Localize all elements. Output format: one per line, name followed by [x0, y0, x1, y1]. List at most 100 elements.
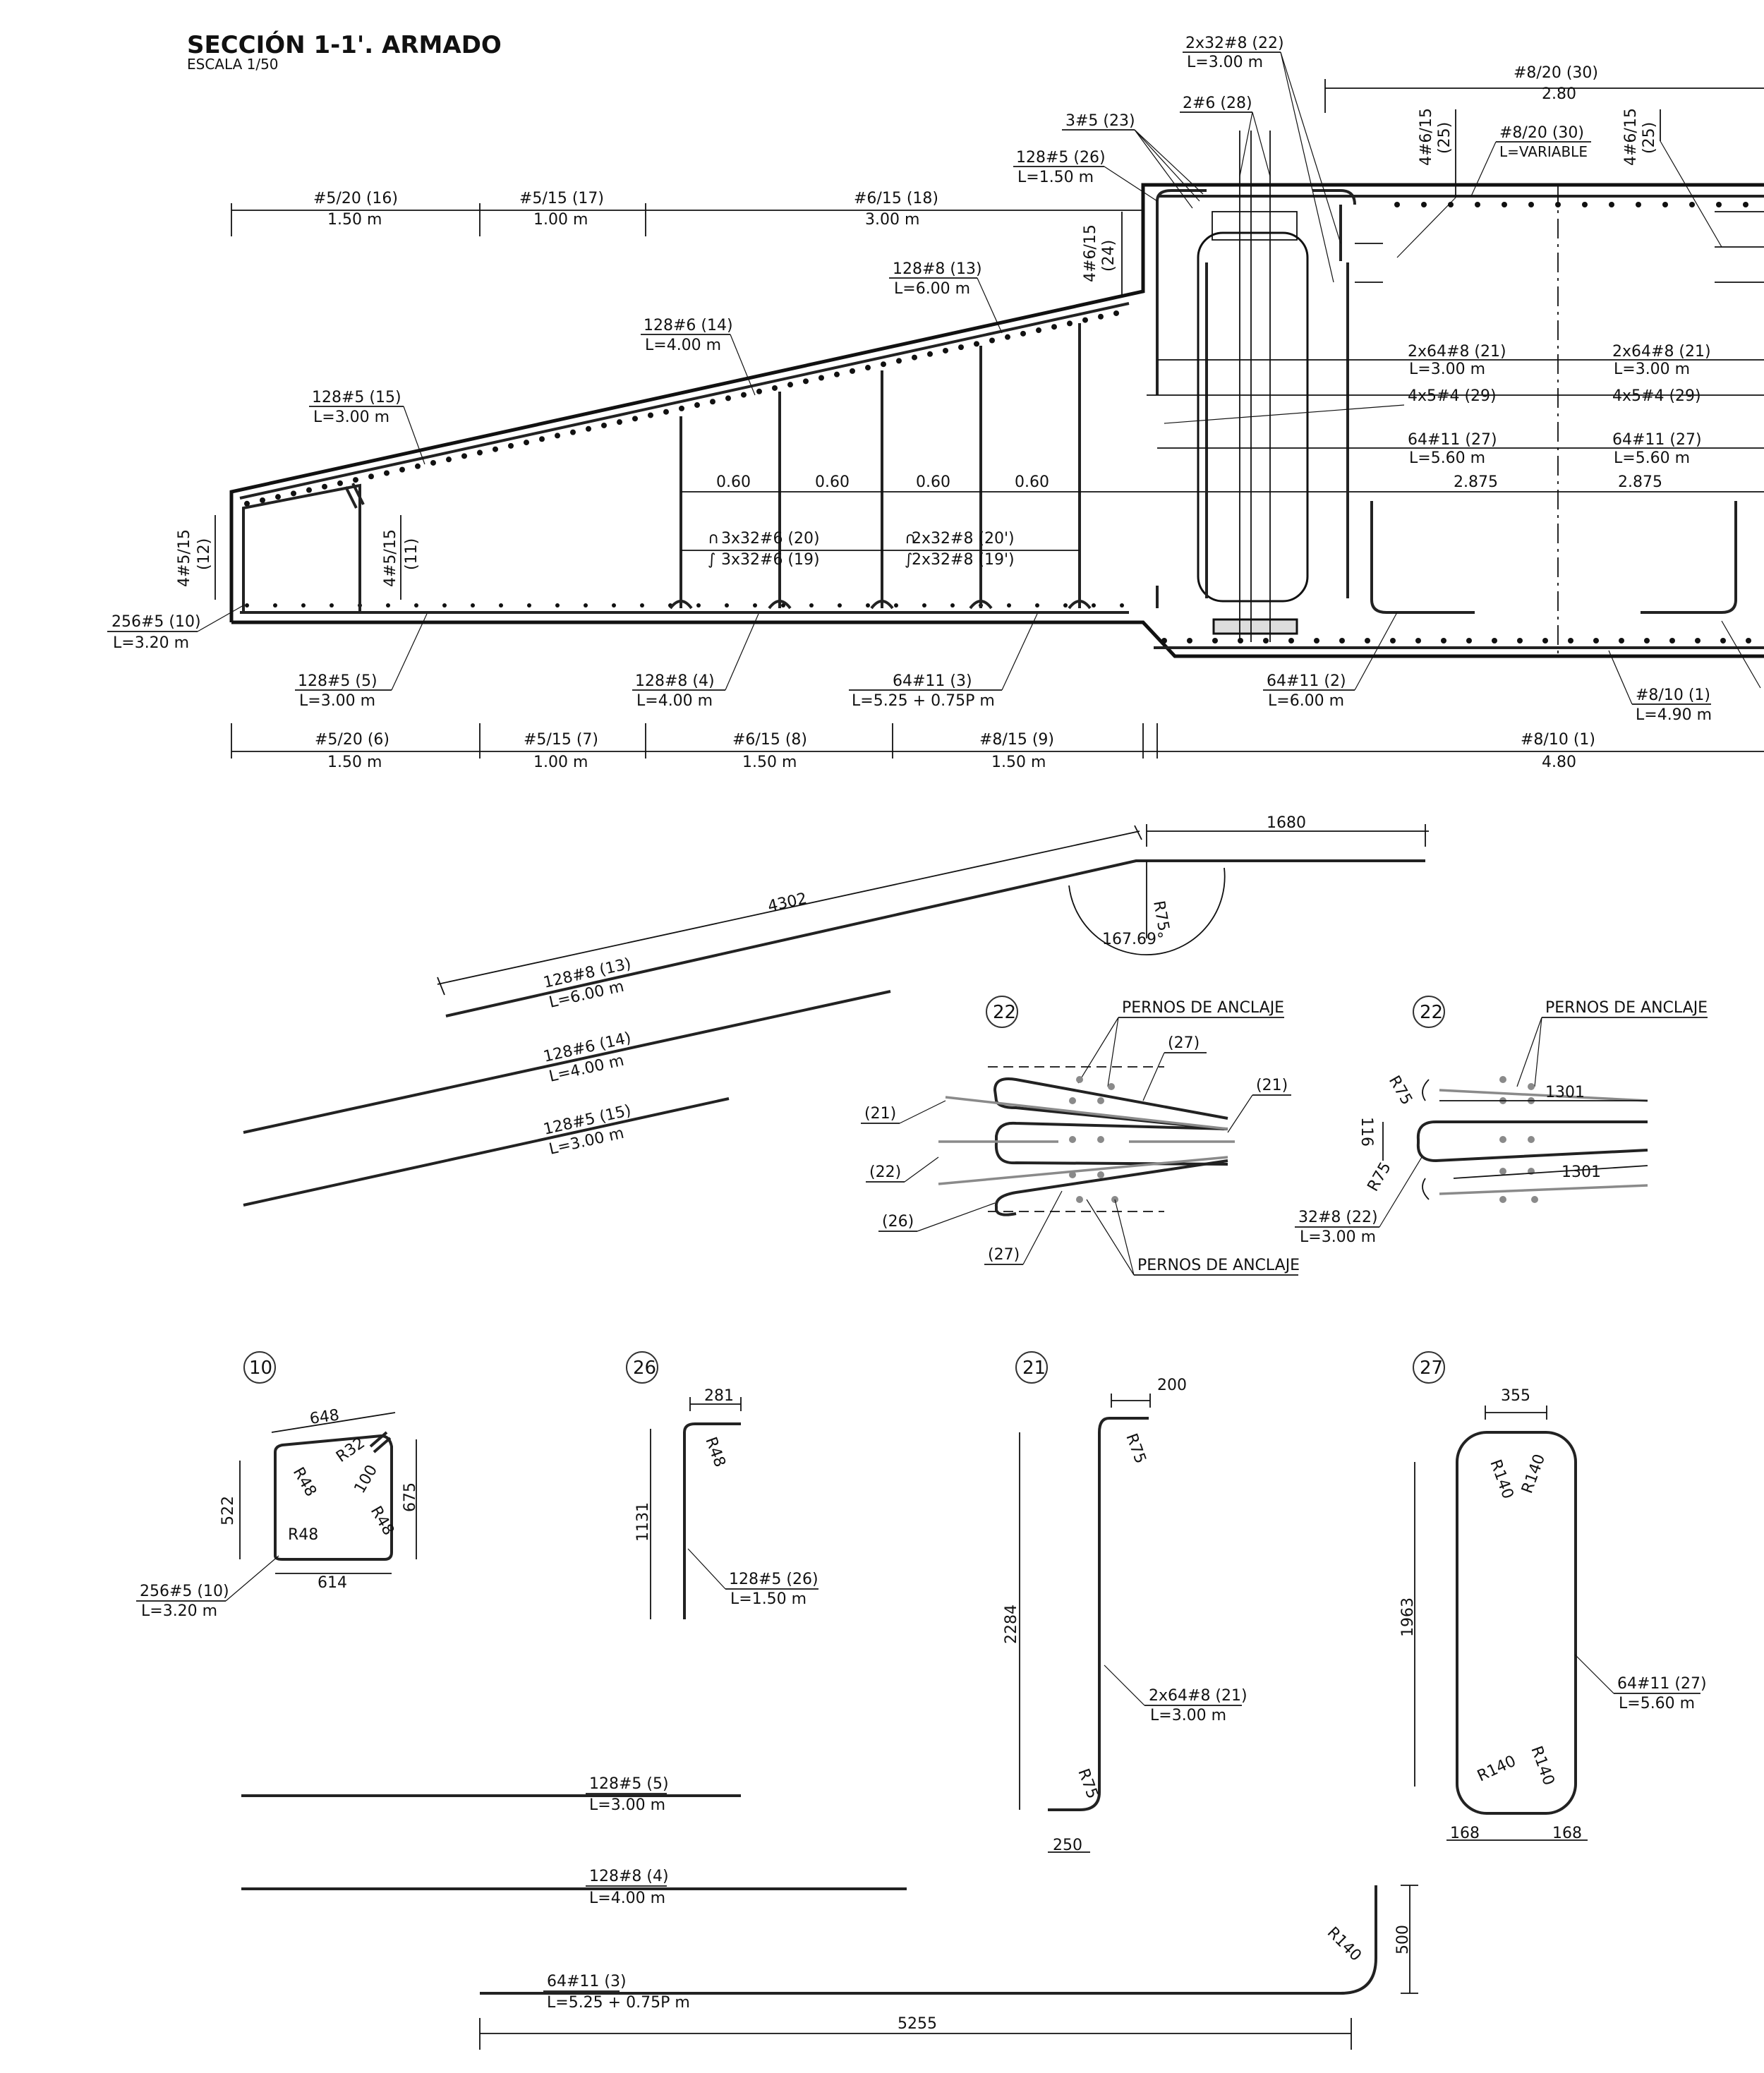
detail21-tag: 21: [1022, 1358, 1046, 1379]
rebar-dot: [1499, 1136, 1506, 1143]
rebar-dot: [260, 497, 265, 503]
rebar-dot: [1365, 638, 1370, 643]
dim-bot-8: #6/15 (8): [732, 731, 807, 749]
rebar-dot: [1689, 202, 1695, 207]
lbl-5-b: L=3.00 m: [299, 692, 375, 710]
d21-b: 250: [1053, 1837, 1082, 1854]
rebar-dot: [1542, 638, 1548, 643]
rebar-dot: [330, 603, 334, 608]
rebar-dot: [555, 433, 560, 439]
rebar-dot: [1531, 1196, 1538, 1203]
lbl-22-b: L=3.00 m: [1187, 54, 1263, 71]
rebar-dot: [950, 603, 955, 608]
rebar-dot: [881, 361, 886, 368]
rebar-dot: [527, 603, 531, 608]
rebar-dot: [399, 466, 405, 473]
d27-lbl-a: 64#11 (27): [1617, 1675, 1707, 1693]
rebar-dot: [245, 603, 249, 608]
detail22-tag: 22: [993, 1002, 1016, 1023]
rebar-dot: [1076, 1076, 1083, 1083]
lbl-14-b: L=4.00 m: [645, 337, 721, 354]
rebar-dot: [461, 453, 467, 459]
rebar-dot: [787, 382, 793, 388]
rebar-dot: [850, 368, 855, 374]
d21-r-top: R75: [1122, 1432, 1149, 1466]
rebar-dot: [894, 603, 898, 608]
rebar-dot: [1076, 1196, 1083, 1203]
rebar-dot: [384, 470, 389, 476]
d22r-lbl-a: 32#8 (22): [1298, 1209, 1378, 1226]
lbl-22-a: 2x32#8 (22): [1185, 35, 1284, 52]
lbl-27r-b: L=5.60 m: [1614, 449, 1690, 467]
dim-bot-9-len: 1.50 m: [991, 754, 1046, 771]
rebar-dot: [1746, 638, 1751, 643]
rebar-dot: [368, 473, 374, 480]
rebar-dot: [1475, 202, 1480, 207]
lbl-1-a: #8/10 (1): [1636, 687, 1710, 704]
detail26-tag: 26: [633, 1358, 656, 1379]
rebar-dot: [648, 412, 653, 418]
rebar-dot: [386, 603, 390, 608]
rebar-dot: [1069, 1171, 1076, 1178]
lbl-29r: 4x5#4 (29): [1612, 387, 1701, 405]
lbl-4-a: 128#8 (4): [635, 672, 715, 690]
rebar-dot: [1716, 202, 1722, 207]
detail-27: 27 355 1963 R140 R140 R140 R140 168 168 …: [1399, 1351, 1707, 1842]
lbl-1-b: L=4.90 m: [1636, 706, 1712, 724]
d27-w: 355: [1501, 1387, 1530, 1405]
drawing-scale: ESCALA 1/50: [187, 56, 279, 73]
lbl-13-b: L=6.00 m: [894, 280, 970, 298]
dim-top-30-len: 2.80: [1542, 85, 1576, 103]
rebar-dot: [1499, 1076, 1506, 1083]
rebar-dot: [1020, 330, 1026, 337]
rebar-dot: [1499, 1196, 1506, 1203]
rebar-dot: [927, 351, 933, 357]
dim-bot-6: #5/20 (6): [315, 731, 389, 749]
rebar-dot: [922, 603, 926, 608]
bar4-a: 128#8 (4): [589, 1868, 669, 1885]
detail-22-left: 22 PERNOS DE ANCLAJE (27) (21) (21) (22)…: [861, 996, 1300, 1276]
rebar-dot: [1619, 638, 1624, 643]
rebar-dot: [989, 337, 995, 344]
rebar-dot: [1669, 638, 1675, 643]
bar4-b: L=4.00 m: [589, 1890, 665, 1907]
rebar-dot: [1528, 202, 1534, 207]
rebar-dot: [1390, 638, 1396, 643]
d26-h: 1131: [634, 1502, 652, 1542]
lbl-11-a: 4#5/15: [382, 529, 399, 587]
dim-bot-7: #5/15 (7): [524, 731, 598, 749]
d26-lbl-a: 128#5 (26): [729, 1571, 818, 1588]
rebar-dot: [679, 405, 684, 411]
d10-h-left: 522: [219, 1496, 237, 1525]
rebar-dot: [866, 603, 870, 608]
detail-10: 10 648 614 522 675 R48 R48 R48 R32 100 2…: [136, 1351, 419, 1620]
lbl-30-b: L=VARIABLE: [1499, 143, 1588, 160]
rebar-dot: [1187, 638, 1192, 643]
rebar-dot: [1528, 1083, 1535, 1090]
glyph-s2: ∫: [905, 551, 912, 569]
lbl-19p: 2x32#8 (19'): [912, 551, 1015, 569]
rebar-dot: [1421, 202, 1427, 207]
detail-21: 21 200 R75 2284 R75 250 2x64#8 (21) L=3.…: [1003, 1351, 1248, 1854]
dim-bot-1: #8/10 (1): [1521, 731, 1595, 749]
d22-pernos-bot: PERNOS DE ANCLAJE: [1137, 1257, 1300, 1274]
rebar-dot: [838, 603, 842, 608]
rebar-dot: [301, 603, 306, 608]
rebar-dot: [601, 422, 607, 428]
detail22r-tag: 22: [1420, 1002, 1443, 1023]
d22-c21-right: (21): [1256, 1077, 1288, 1094]
rebar-dot: [442, 603, 447, 608]
rebar-dot: [499, 603, 503, 608]
rebar-dot: [1448, 202, 1454, 207]
bar3-a: 64#11 (3): [547, 1973, 627, 1990]
d21-h: 2284: [1003, 1604, 1020, 1644]
rebar-dot: [1720, 638, 1726, 643]
spacing-3: 0.60: [916, 473, 950, 491]
rebar-dot: [710, 399, 715, 405]
rebar-dot: [508, 442, 514, 449]
lbl-15-b: L=3.00 m: [313, 409, 389, 426]
dim-bot-6-len: 1.50 m: [327, 754, 382, 771]
lbl-12-b: (12): [195, 538, 213, 570]
spacing-1: 0.60: [716, 473, 751, 491]
dim-bot-9: #8/15 (9): [979, 731, 1054, 749]
